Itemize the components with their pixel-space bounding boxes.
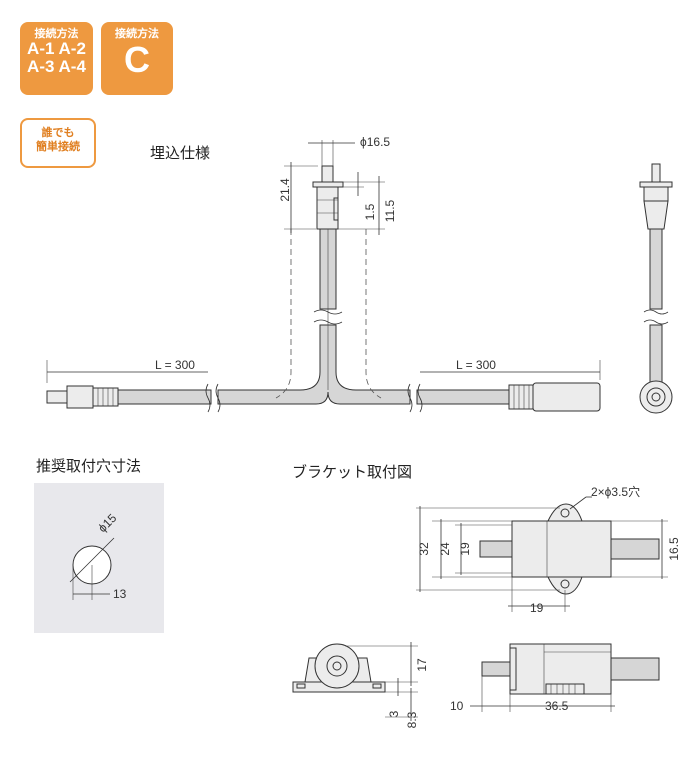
dim-bracket-holes: 2×ϕ3.5穴 [591, 484, 640, 499]
method-a-badge: 接続方法 A-1 A-2 A-3 A-4 [20, 22, 93, 95]
dim-side-3: 3 [387, 710, 401, 717]
method-a-line2: A-3 A-4 [27, 57, 86, 76]
hole-panel [34, 483, 164, 633]
easy-line1: 誰でも [41, 127, 75, 139]
side-view-drawing [639, 163, 673, 414]
method-c-caption: 接続方法 [115, 28, 159, 40]
dim-bracket-32: 32 [417, 542, 431, 556]
easy-line2: 簡単接続 [36, 141, 80, 153]
recommended-hole-heading: 推奨取付穴寸法 [36, 458, 142, 475]
bracket-front-view [470, 643, 660, 712]
bracket-top-view [416, 496, 668, 612]
method-c-letter: C [124, 39, 150, 80]
dim-bracket-19-v: 19 [458, 542, 472, 556]
dim-phi-16-5: ϕ16.5 [360, 135, 390, 149]
dim-21-4: 21.4 [278, 178, 292, 202]
dim-front-10: 10 [450, 699, 464, 713]
method-a-line1: A-1 A-2 [27, 39, 86, 58]
dim-11-5: 11.5 [383, 199, 397, 222]
method-a-caption: 接続方法 [34, 28, 79, 40]
dim-cable-left: L = 300 [155, 358, 195, 372]
easy-connect-badge: 誰でも 簡単接続 [20, 118, 96, 168]
dim-bracket-19-h: 19 [530, 601, 544, 615]
dim-side-8-3: 8.3 [405, 711, 419, 728]
dim-hole-13: 13 [113, 587, 127, 601]
method-c-badge: 接続方法 C [101, 22, 173, 95]
bracket-mount-heading: ブラケット取付図 [292, 464, 413, 481]
dim-side-17: 17 [415, 658, 429, 672]
dim-front-36-5: 36.5 [545, 699, 569, 713]
dim-bracket-16-5: 16.5 [667, 537, 681, 561]
dim-1-5: 1.5 [363, 203, 377, 220]
dim-cable-right: L = 300 [456, 358, 496, 372]
embed-spec-heading: 埋込仕様 [150, 145, 211, 162]
embedded-unit-drawing [46, 140, 601, 413]
bracket-side-view [292, 642, 418, 721]
dim-bracket-24: 24 [438, 542, 452, 556]
